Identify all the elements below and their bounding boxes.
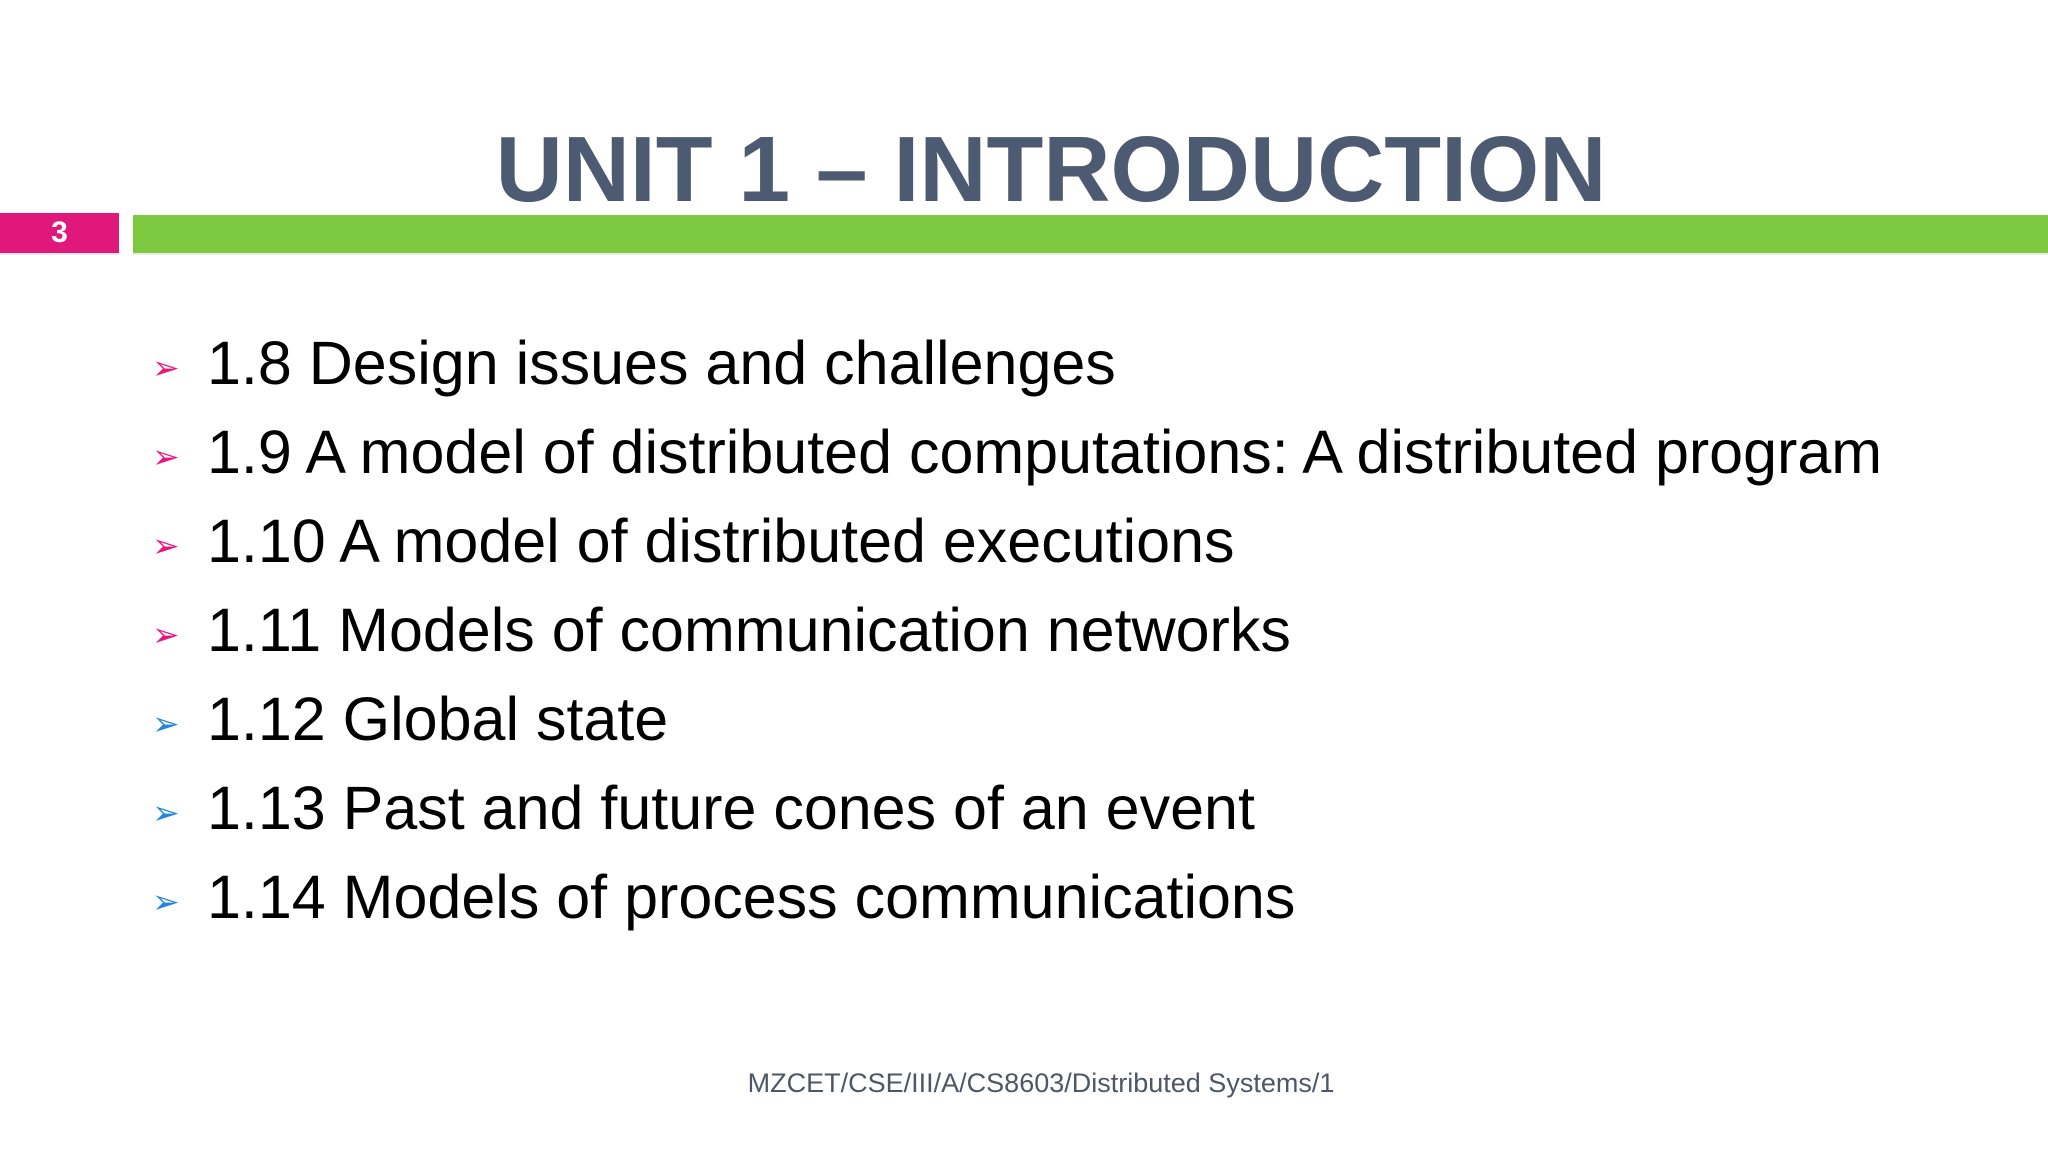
arrow-bullet-icon: ➢ xyxy=(152,615,180,654)
list-item: ➢ 1.8 Design issues and challenges xyxy=(152,318,1882,407)
list-item: ➢ 1.13 Past and future cones of an event xyxy=(152,763,1882,852)
slide-title: UNIT 1 – INTRODUCTION xyxy=(495,117,1607,222)
topic-list: ➢ 1.8 Design issues and challenges ➢ 1.9… xyxy=(152,318,1882,941)
accent-bar xyxy=(133,215,2048,253)
slide-footer: MZCET/CSE/III/A/CS8603/Distributed Syste… xyxy=(747,1068,1335,1098)
list-item: ➢ 1.10 A model of distributed executions xyxy=(152,496,1882,585)
arrow-bullet-icon: ➢ xyxy=(152,437,180,476)
list-item-text: 1.12 Global state xyxy=(207,684,669,753)
arrow-bullet-icon: ➢ xyxy=(152,882,180,921)
list-item: ➢ 1.14 Models of process communications xyxy=(152,852,1882,941)
list-item-text: 1.10 A model of distributed executions xyxy=(207,506,1235,575)
list-item: ➢ 1.11 Models of communication networks xyxy=(152,585,1882,674)
page-number-badge: 3 xyxy=(0,213,119,253)
arrow-bullet-icon: ➢ xyxy=(152,704,180,743)
list-item-text: 1.13 Past and future cones of an event xyxy=(207,773,1255,842)
arrow-bullet-icon: ➢ xyxy=(152,793,180,832)
list-item: ➢ 1.12 Global state xyxy=(152,674,1882,763)
list-item-text: 1.9 A model of distributed computations:… xyxy=(207,417,1883,486)
page-number: 3 xyxy=(51,216,68,249)
list-item: ➢ 1.9 A model of distributed computation… xyxy=(152,407,1882,496)
list-item-text: 1.14 Models of process communications xyxy=(207,862,1296,931)
list-item-text: 1.11 Models of communication networks xyxy=(207,595,1291,664)
arrow-bullet-icon: ➢ xyxy=(152,348,180,387)
list-item-text: 1.8 Design issues and challenges xyxy=(207,328,1116,397)
arrow-bullet-icon: ➢ xyxy=(152,526,180,565)
